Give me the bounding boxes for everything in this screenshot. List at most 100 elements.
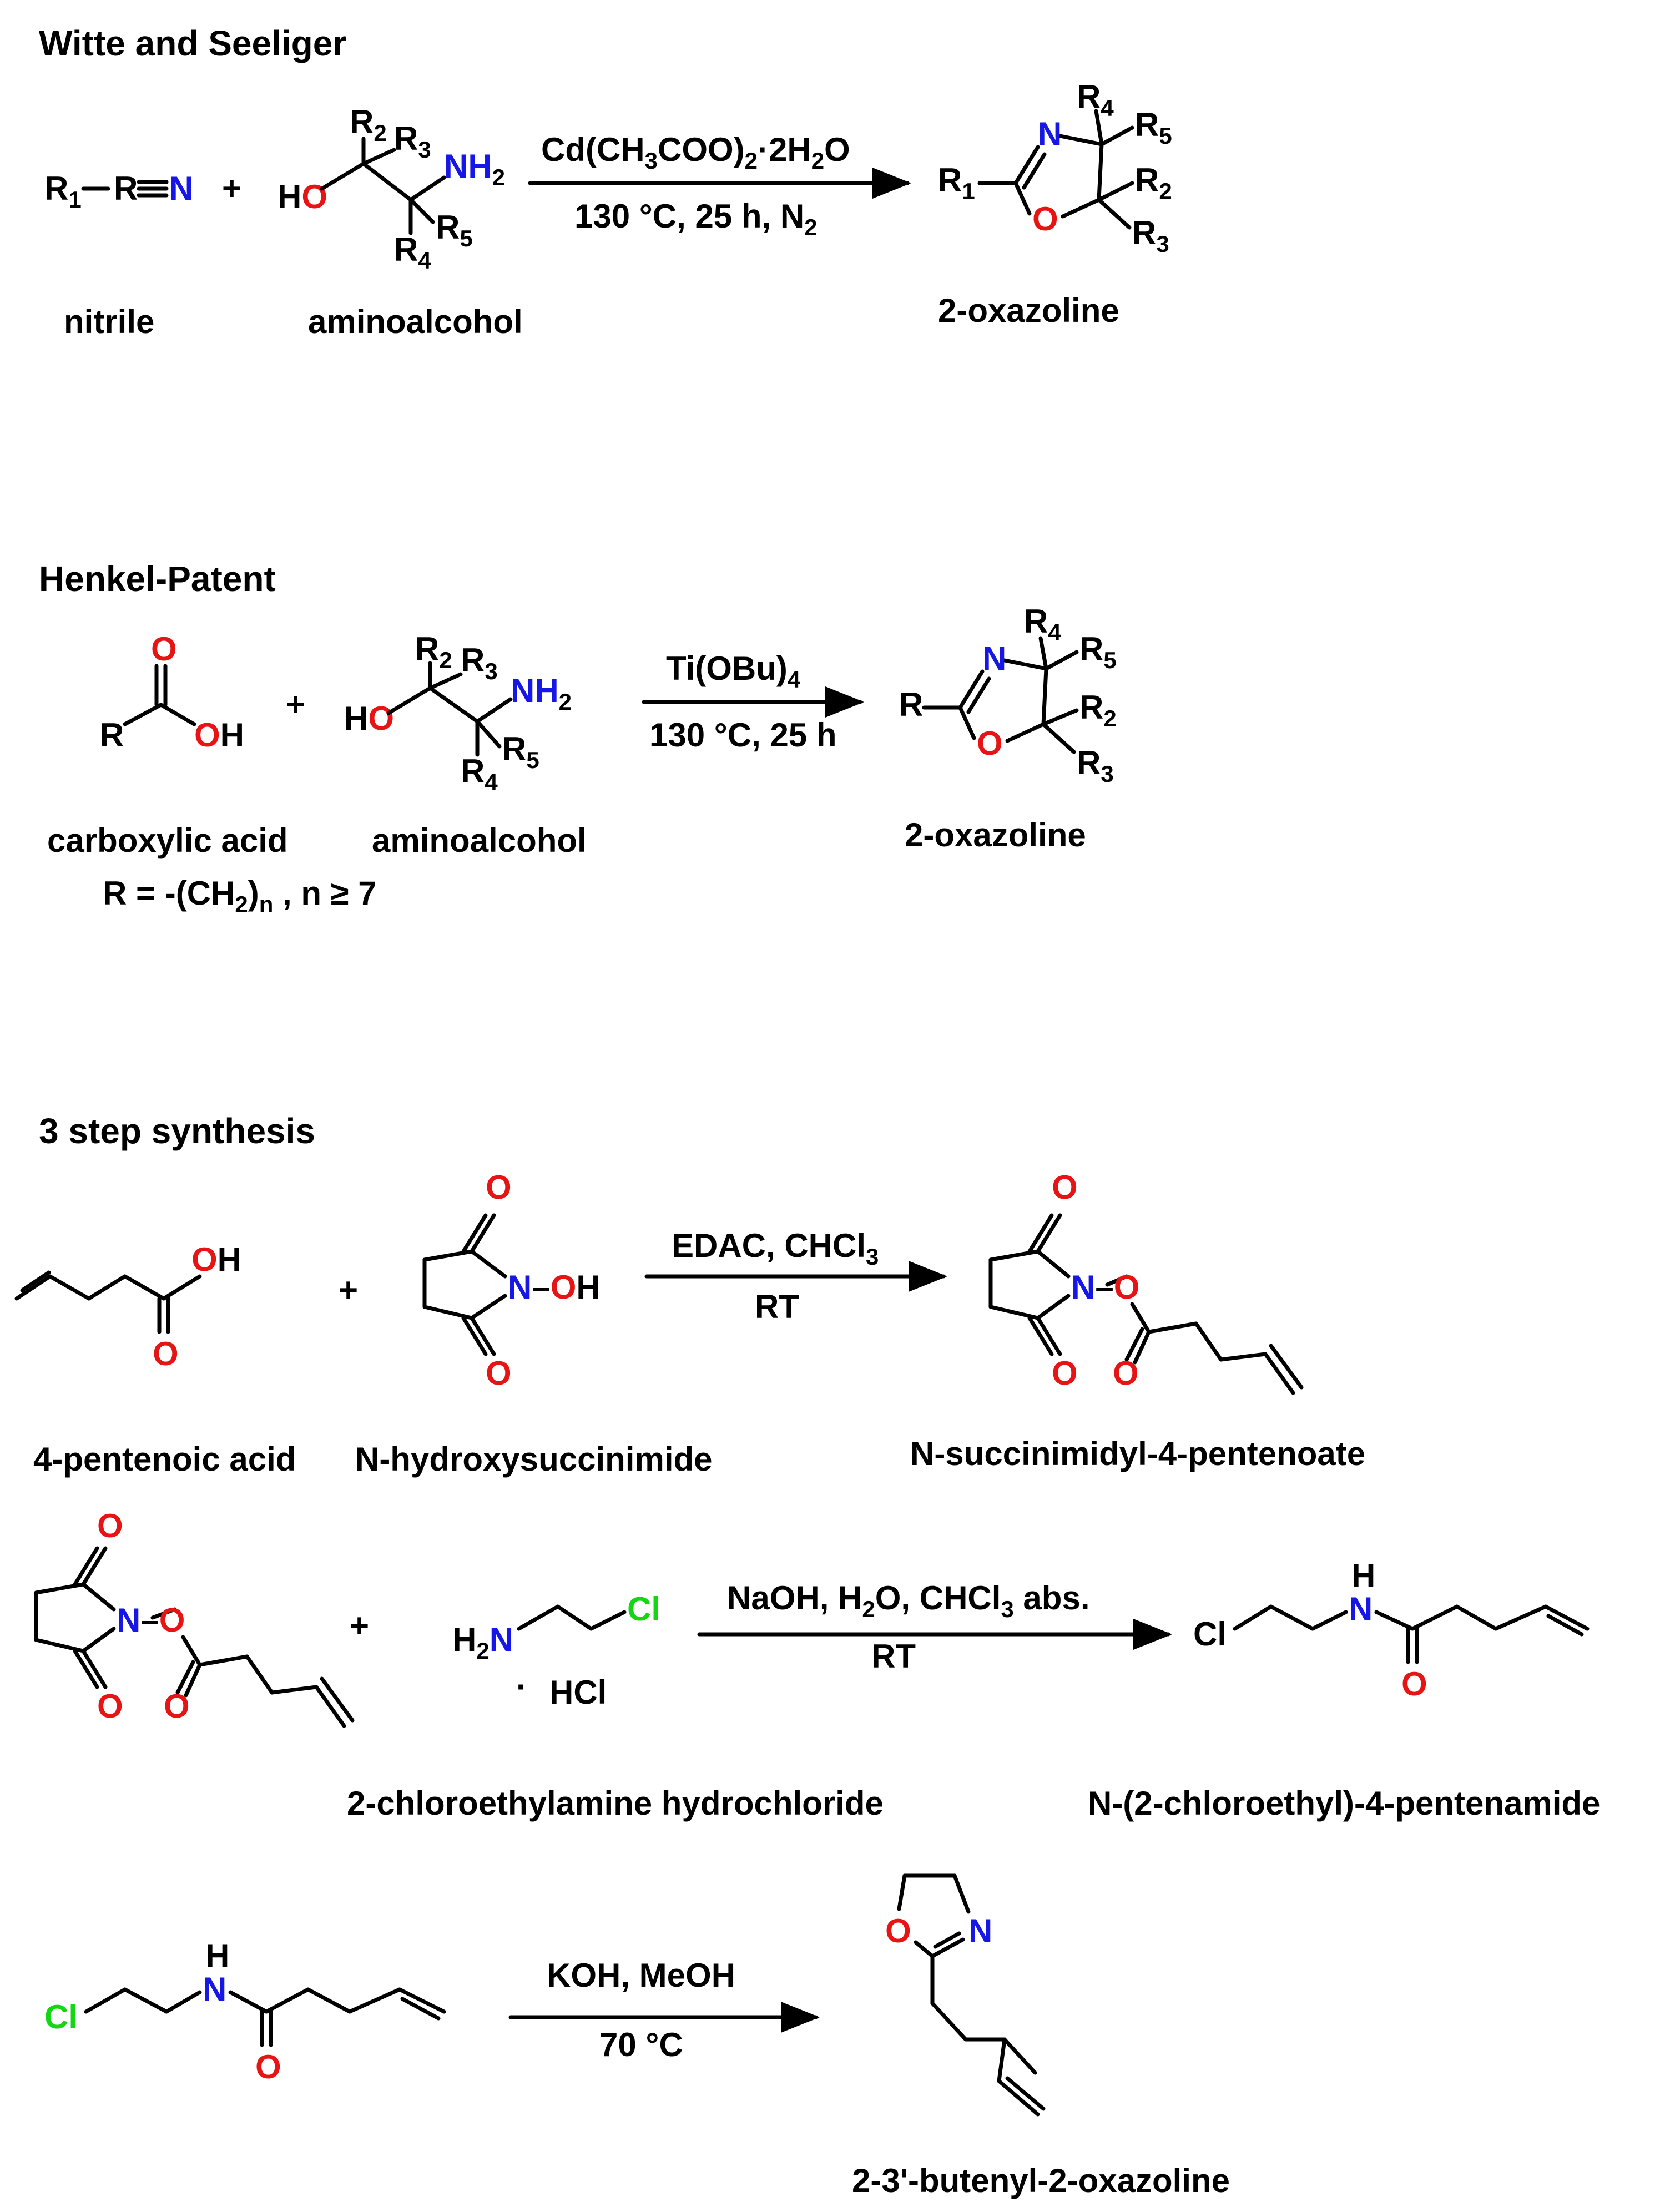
svg-text:N: N: [1038, 115, 1062, 153]
svg-text:HCl: HCl: [549, 1674, 607, 1711]
svg-text:R5: R5: [1079, 630, 1117, 673]
svg-text:O: O: [885, 1912, 911, 1950]
svg-text:N: N: [1349, 1590, 1373, 1628]
plus-sign: +: [222, 170, 241, 207]
svg-text:R3: R3: [1077, 744, 1114, 787]
svg-text:N: N: [982, 640, 1006, 677]
svg-text:NH2: NH2: [511, 672, 572, 715]
label-nitrile: nitrile: [64, 303, 154, 340]
chloroethyl-pentenamide-structure: Cl N H O: [44, 1937, 446, 2085]
witte-title: Witte and Seeliger: [39, 23, 346, 63]
step3-conditions-bottom: 70 °C: [599, 2026, 683, 2063]
label-chloroethyl-pentenamide: N-(2-chloroethyl)-4-pentenamide: [1088, 1785, 1600, 1822]
step3-conditions-top: KOH, MeOH: [547, 1957, 735, 1994]
svg-text:O: O: [255, 2048, 281, 2085]
label-oxazoline: 2-oxazoline: [905, 816, 1086, 854]
svg-text:OH: OH: [191, 1241, 241, 1278]
witte-conditions-top: Cd(CH3COO)2·2H2O: [541, 131, 850, 174]
svg-text:O: O: [486, 1169, 512, 1206]
svg-text:O: O: [164, 1688, 190, 1725]
label-carboxylic-acid: carboxylic acid: [47, 822, 288, 859]
label-oxazoline: 2-oxazoline: [938, 292, 1119, 329]
nhs-ester-structure: O O N–O O: [988, 1169, 1304, 1395]
step2-conditions-bottom: RT: [871, 1638, 916, 1675]
svg-text:O: O: [151, 630, 177, 668]
svg-text:NH2: NH2: [444, 148, 505, 190]
svg-text:R5: R5: [502, 730, 539, 773]
pentenoic-acid-structure: OH O: [14, 1241, 241, 1372]
nhs-ester-structure: O O N–O O: [34, 1507, 355, 1728]
svg-text:H: H: [1351, 1557, 1375, 1594]
carboxylic-acid-structure: R O OH: [100, 630, 244, 754]
chloroethyl-pentenamide-structure: Cl N H O: [1193, 1557, 1590, 1703]
svg-text:R4: R4: [394, 231, 431, 274]
aminoalcohol-structure: HO R2 R3 NH2 R5 R4: [344, 630, 572, 795]
svg-text:N–O: N–O: [1071, 1269, 1139, 1306]
label-chloroethylamine: 2-chloroethylamine hydrochloride: [347, 1785, 884, 1822]
svg-text:O: O: [1113, 1355, 1139, 1392]
witte-conditions-bottom: 130 °C, 25 h, N2: [574, 198, 818, 240]
svg-text:R3: R3: [394, 120, 431, 163]
nitrile-carbon: R: [114, 170, 138, 207]
henkel-title: Henkel-Patent: [39, 559, 276, 599]
label-aminoalcohol: aminoalcohol: [372, 822, 587, 859]
svg-text:H2N: H2N: [452, 1621, 513, 1664]
henkel-conditions-bottom: 130 °C, 25 h: [649, 716, 837, 754]
svg-text:H: H: [205, 1937, 229, 1974]
label-n-hydroxysuccinimide: N-hydroxysuccinimide: [355, 1441, 713, 1478]
label-nhs-ester: N-succinimidyl-4-pentenoate: [910, 1435, 1365, 1472]
plus-sign: +: [286, 686, 305, 723]
henkel-conditions-top: Ti(OBu)4: [666, 650, 801, 693]
svg-text:N–O: N–O: [117, 1602, 185, 1639]
svg-text:Cl: Cl: [44, 1998, 78, 2036]
svg-text:R5: R5: [436, 209, 473, 251]
svg-text:N: N: [203, 1971, 226, 2008]
label-r-definition: R = -(CH2)n , n ≥ 7: [103, 875, 377, 917]
svg-text:O: O: [1032, 200, 1058, 238]
svg-text:R2: R2: [350, 103, 387, 146]
svg-text:O: O: [97, 1507, 123, 1544]
svg-text:N: N: [968, 1912, 992, 1950]
svg-text:O: O: [1052, 1355, 1078, 1392]
oxazoline-product: R N O R4 R5 R2 R3: [899, 603, 1117, 787]
svg-text:O: O: [97, 1688, 123, 1725]
svg-text:·: ·: [516, 1668, 527, 1705]
label-aminoalcohol: aminoalcohol: [308, 303, 523, 340]
step1-conditions-bottom: RT: [755, 1288, 799, 1325]
aminoalcohol-structure: HO R2 R3 NH2 R5 R4: [277, 103, 505, 274]
step1-conditions-top: EDAC, CHCl3: [672, 1227, 879, 1270]
plus-sign: +: [350, 1607, 369, 1644]
plus-sign: +: [339, 1271, 358, 1309]
svg-text:R: R: [899, 686, 923, 723]
svg-text:O: O: [1052, 1169, 1078, 1206]
svg-text:HO: HO: [277, 178, 327, 215]
svg-text:R5: R5: [1135, 106, 1172, 149]
svg-text:Cl: Cl: [1193, 1615, 1227, 1653]
chloroethylamine-structure: H2N Cl · HCl: [452, 1590, 660, 1711]
n-hydroxysuccinimide-structure: O O N–OH: [422, 1169, 601, 1392]
svg-text:R3: R3: [1132, 214, 1169, 257]
oxazoline-product: R1 N O R4 R5 R2 R3: [938, 78, 1172, 257]
nitrile-nitrogen: N: [169, 170, 193, 207]
svg-text:R2: R2: [1135, 161, 1172, 204]
step2-conditions-top: NaOH, H2O, CHCl3 abs.: [727, 1579, 1090, 1622]
butenyl-oxazoline-structure: O N: [885, 1873, 1046, 2117]
svg-text:O: O: [153, 1335, 179, 1372]
svg-text:OH: OH: [194, 716, 244, 754]
svg-text:O: O: [486, 1355, 512, 1392]
svg-text:R1: R1: [938, 161, 975, 204]
svg-text:R2: R2: [415, 630, 452, 673]
svg-text:O: O: [977, 725, 1003, 762]
svg-text:Cl: Cl: [627, 1590, 660, 1628]
svg-text:R3: R3: [461, 642, 498, 684]
svg-text:R4: R4: [461, 753, 498, 795]
svg-text:N–OH: N–OH: [508, 1269, 601, 1306]
label-pentenoic-acid: 4-pentenoic acid: [33, 1441, 296, 1478]
svg-text:O: O: [1401, 1665, 1427, 1703]
svg-text:R4: R4: [1077, 78, 1114, 121]
svg-text:HO: HO: [344, 700, 394, 737]
label-butenyl-oxazoline: 2-3'-butenyl-2-oxazoline: [852, 2162, 1230, 2199]
step3-title: 3 step synthesis: [39, 1111, 315, 1151]
nitrile-structure: R1 R N: [44, 170, 193, 213]
